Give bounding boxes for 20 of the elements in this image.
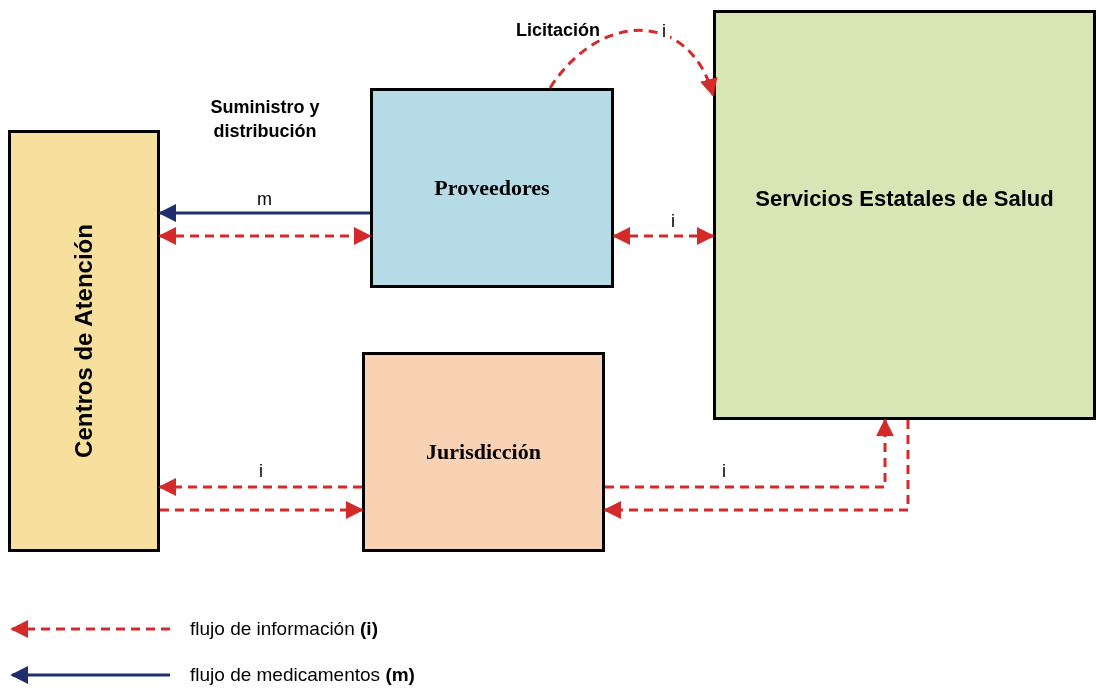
arrow (603, 420, 910, 519)
node-label: Proveedores (434, 174, 550, 202)
arrow (158, 227, 372, 245)
node-label: Centros de Atención (69, 224, 98, 458)
process-box (370, 88, 614, 288)
legend-label: flujo de información (i) (190, 617, 378, 641)
arrow (605, 418, 894, 489)
arrow (158, 478, 362, 496)
process-box (713, 10, 1096, 420)
text-label: Suministro y distribución (209, 96, 321, 143)
legend-label: flujo de medicamentos (m) (190, 663, 415, 687)
node-label: Jurisdicción (426, 438, 541, 466)
arrow (160, 501, 364, 519)
arrow (548, 28, 716, 97)
node-label: Servicios Estatales de Salud (754, 185, 1055, 213)
arrow (612, 227, 715, 245)
arrow (158, 204, 370, 222)
text-label: Licitación (515, 19, 601, 42)
process-box (8, 130, 160, 552)
process-box (362, 352, 605, 552)
